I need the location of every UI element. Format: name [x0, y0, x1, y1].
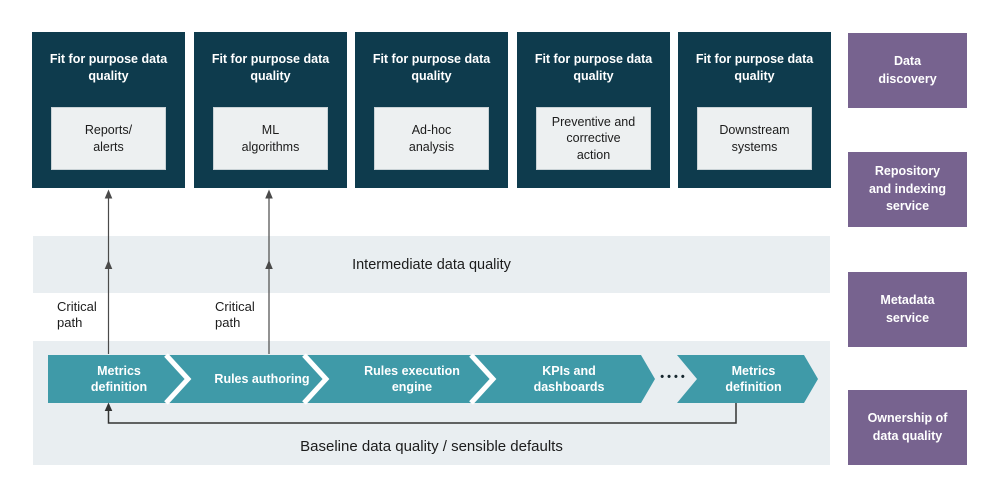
- dotted-connector: ••••: [660, 371, 688, 383]
- process-step-rules-execution: Rules execution engine: [364, 363, 460, 394]
- fit-box-heading: Fit for purpose data quality: [372, 52, 491, 83]
- fit-box-heading: Fit for purpose data quality: [211, 52, 330, 83]
- fit-for-purpose-box-preventive: Fit for purpose data quality Preventive …: [517, 32, 670, 188]
- fit-box-inner-label: Reports/ alerts: [51, 107, 166, 170]
- process-flow-band: Metrics definition Rules authoring Rules…: [48, 355, 655, 403]
- fit-box-inner-label: Downstream systems: [697, 107, 812, 170]
- intermediate-band-label: Intermediate data quality: [352, 256, 511, 273]
- critical-path-label: Critical path: [57, 299, 97, 331]
- fit-box-inner-label: Ad-hoc analysis: [374, 107, 489, 170]
- fit-box-inner-label: Preventive and corrective action: [536, 107, 651, 170]
- fit-for-purpose-box-reports: Fit for purpose data quality Reports/ al…: [32, 32, 185, 188]
- intermediate-data-quality-band: Intermediate data quality: [33, 236, 830, 293]
- side-box-ownership: Ownership of data quality: [848, 390, 967, 465]
- baseline-band-label: Baseline data quality / sensible default…: [300, 438, 563, 455]
- process-step-metrics-definition: Metrics definition: [90, 363, 148, 394]
- fit-box-heading: Fit for purpose data quality: [534, 52, 653, 83]
- fit-box-heading: Fit for purpose data quality: [49, 52, 168, 83]
- fit-for-purpose-box-downstream: Fit for purpose data quality Downstream …: [678, 32, 831, 188]
- process-step-rules-authoring: Rules authoring: [214, 371, 310, 386]
- process-step-kpis-dashboards: KPIs and dashboards: [533, 363, 605, 394]
- fit-box-inner-label: ML algorithms: [213, 107, 328, 170]
- side-box-data-discovery: Data discovery: [848, 33, 967, 108]
- fit-box-heading: Fit for purpose data quality: [695, 52, 814, 83]
- process-step-metrics-definition-repeat: Metrics definition: [677, 355, 818, 403]
- side-box-repository-indexing: Repository and indexing service: [848, 152, 967, 227]
- fit-for-purpose-box-ml: Fit for purpose data quality ML algorith…: [194, 32, 347, 188]
- side-box-metadata-service: Metadata service: [848, 272, 967, 347]
- critical-path-label: Critical path: [215, 299, 255, 331]
- fit-for-purpose-box-adhoc: Fit for purpose data quality Ad-hoc anal…: [355, 32, 508, 188]
